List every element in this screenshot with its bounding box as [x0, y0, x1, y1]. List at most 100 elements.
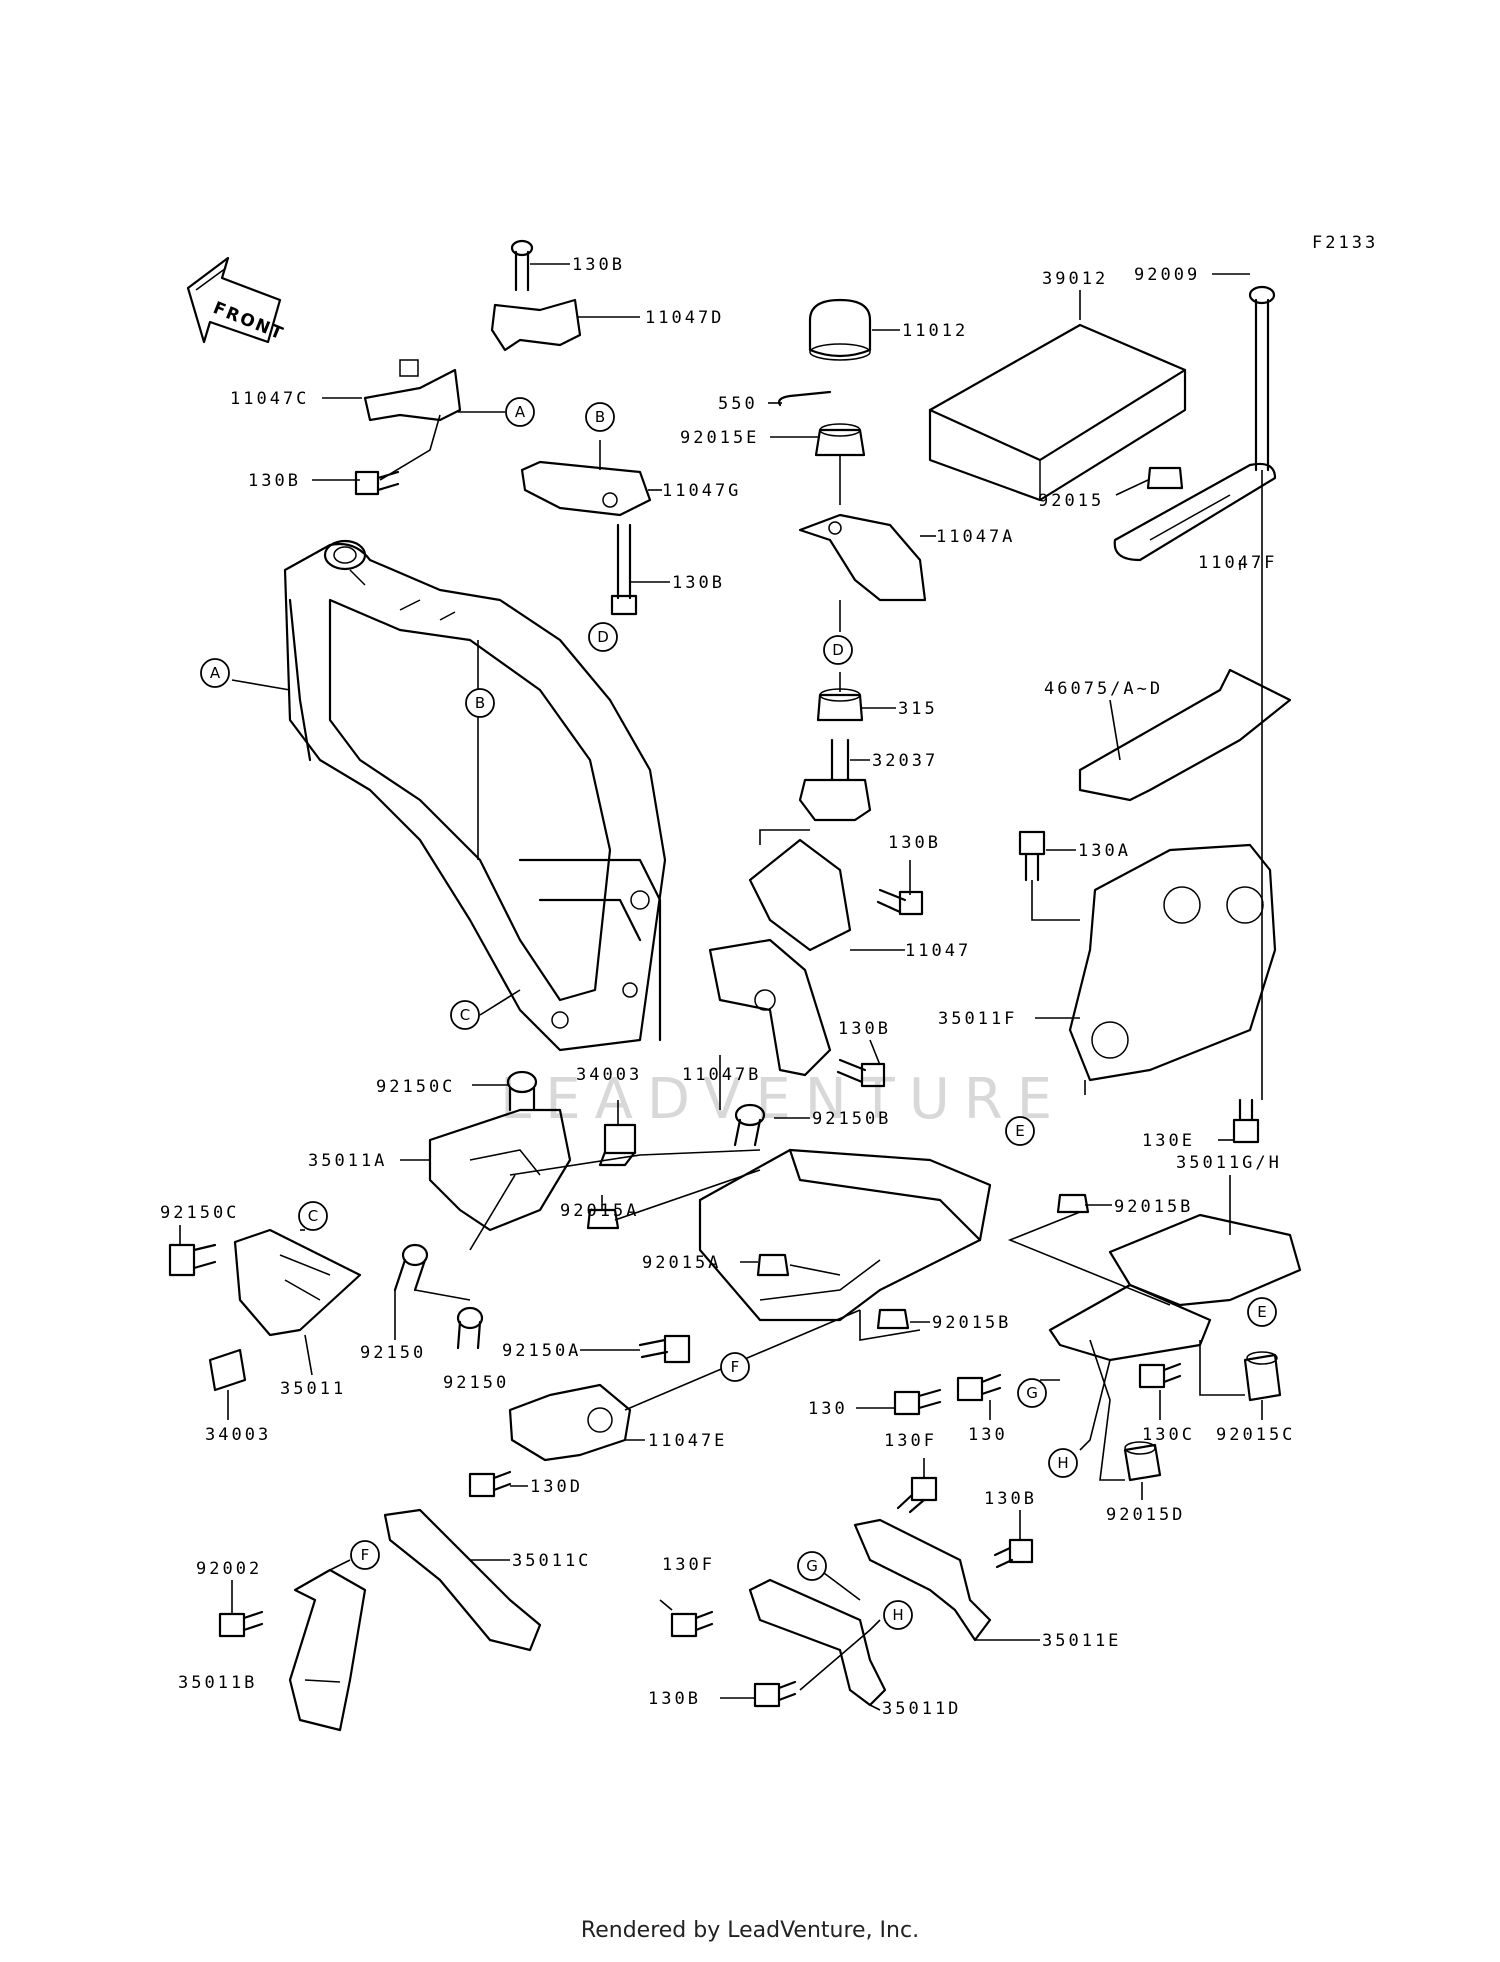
part-label: 130B [248, 471, 301, 491]
part-label: 11047G [662, 481, 741, 501]
bracket-11047e [508, 1383, 632, 1462]
bolt-130b-left [354, 470, 400, 496]
bolt-92150b [733, 1103, 766, 1147]
bracket-35011a [428, 1108, 572, 1232]
callout-h-subframe: H [1048, 1448, 1078, 1478]
bracket-35011b [288, 1568, 367, 1732]
part-label: 35011G/H [1176, 1153, 1282, 1173]
part-label: 92015D [1106, 1505, 1185, 1525]
nut-92015b-right [1056, 1193, 1090, 1214]
svg-text:C: C [308, 1207, 318, 1225]
watermark: LEADVENTURE [500, 1067, 1066, 1132]
bolt-130b-rear [993, 1538, 1034, 1569]
bolt-130b-11047b [836, 1058, 886, 1088]
part-label: 130E [1142, 1131, 1195, 1151]
bolt-92002 [218, 1610, 264, 1638]
part-label: 11047B [682, 1065, 761, 1085]
callout-h-bracket: H [883, 1600, 913, 1630]
bolt-92150 [393, 1243, 429, 1292]
callout-b-frame: B [465, 688, 495, 718]
part-label: 32037 [872, 751, 938, 771]
bushing-92015d [1123, 1441, 1162, 1482]
bracket-35011d [748, 1578, 887, 1707]
svg-text:F: F [731, 1358, 740, 1376]
bolt-92150a [638, 1334, 691, 1364]
bolt-130-b [956, 1373, 1002, 1402]
bracket-11047c [363, 359, 462, 422]
part-label: 34003 [205, 1425, 271, 1445]
callout-g-subframe: G [1017, 1378, 1047, 1408]
svg-text:H: H [892, 1606, 903, 1624]
front-arrow-icon: FRONT [186, 256, 287, 345]
front-label: FRONT [210, 298, 287, 345]
bracket-11047b [708, 938, 832, 1077]
nut-92015 [1146, 466, 1184, 490]
footer-credit: Rendered by LeadVenture, Inc. [580, 1918, 920, 1943]
part-label: 130B [648, 1689, 701, 1709]
bolt-130a [1018, 830, 1046, 882]
subframe-35011gh [1048, 1213, 1302, 1362]
diagram-code: F2133 [1312, 233, 1378, 253]
part-label: 92009 [1134, 265, 1200, 285]
svg-text:G: G [806, 1557, 818, 1575]
part-label: 550 [718, 394, 758, 414]
nut-315 [816, 688, 864, 722]
callout-b-top: B [585, 402, 615, 432]
svg-text:B: B [595, 408, 605, 426]
nut-92015b-mid [876, 1308, 910, 1330]
bracket-35011e [853, 1518, 992, 1642]
part-label: 35011D [882, 1699, 961, 1719]
part-label: 35011A [308, 1151, 387, 1171]
callout-c-frame: C [450, 1000, 480, 1030]
part-label: 130B [984, 1489, 1037, 1509]
part-label: 34003 [576, 1065, 642, 1085]
guard-46075 [1078, 668, 1292, 802]
part-label: 92150C [160, 1203, 239, 1223]
part-label: 35011F [938, 1009, 1017, 1029]
part-label: 130 [968, 1425, 1008, 1445]
part-label: 92150 [360, 1343, 426, 1363]
part-label: 130F [884, 1431, 937, 1451]
part-label: 35011C [512, 1551, 591, 1571]
nut-92015a-mid [756, 1253, 790, 1277]
bolt-92150c-top [506, 1070, 538, 1112]
stud-32037 [798, 738, 872, 822]
part-label: 130B [838, 1019, 891, 1039]
callout-f-footrest: F [350, 1540, 380, 1570]
callout-d-stud: D [823, 635, 853, 665]
callout-e-subframe: E [1247, 1297, 1277, 1327]
part-label: 92150A [502, 1341, 581, 1361]
part-label: 130B [888, 833, 941, 853]
nut-92015e [814, 423, 866, 457]
part-label: 92150 [443, 1373, 509, 1393]
bolt-130b-mid [610, 523, 638, 616]
bolt-130-a [893, 1388, 942, 1416]
callout-d-frame: D [588, 622, 618, 652]
part-label: 46075/A~D [1044, 679, 1163, 699]
part-label: 11047A [936, 527, 1015, 547]
bolt-92150c-left [168, 1243, 217, 1277]
callout-a-frame: A [200, 658, 230, 688]
bolt-130e [1232, 1098, 1260, 1144]
part-label: 92015 [1038, 491, 1104, 511]
callout-g-bracket: G [797, 1551, 827, 1581]
callout-e-35011f: E [1005, 1116, 1035, 1146]
main-frame [283, 539, 667, 1052]
part-label: 92150C [376, 1077, 455, 1097]
bracket-11047a [798, 513, 927, 602]
bolt-92009 [1248, 285, 1276, 472]
spacer-34003-left [208, 1348, 247, 1392]
part-label: 39012 [1042, 269, 1108, 289]
nut-92015a-top [586, 1208, 620, 1230]
battery-case-39012 [928, 323, 1187, 502]
svg-text:F: F [361, 1546, 370, 1564]
part-label: 130B [572, 255, 625, 275]
svg-text:D: D [832, 641, 844, 659]
part-label: 92015B [932, 1313, 1011, 1333]
part-label: 35011E [1042, 1631, 1121, 1651]
part-label: 11012 [902, 321, 968, 341]
part-label: 92015B [1114, 1197, 1193, 1217]
part-label: 130F [662, 1555, 715, 1575]
part-label: 92015C [1216, 1425, 1295, 1445]
